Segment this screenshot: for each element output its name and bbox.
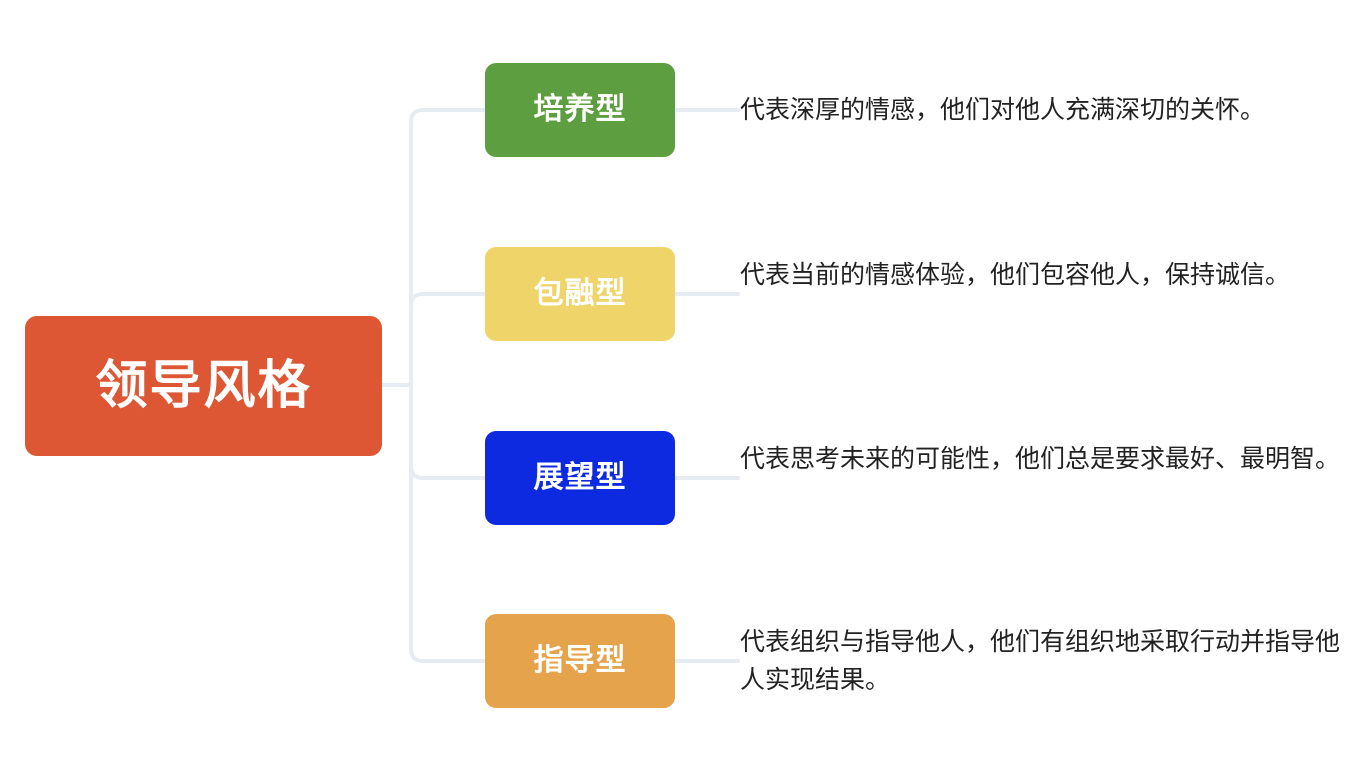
connector-branch-3 [409, 383, 487, 480]
branch-node-4[interactable]: 指导型 [485, 614, 675, 708]
branch-description-2: 代表当前的情感体验，他们包容他人，保持诚信。 [740, 261, 1291, 289]
connector-branch-2 [409, 292, 487, 387]
root-node[interactable]: 领导风格 [25, 316, 382, 456]
branch-node-4-label: 指导型 [533, 644, 627, 677]
branch-node-2-label: 包融型 [533, 277, 627, 310]
branch-description-1: 代表深厚的情感，他们对他人充满深切的关怀。 [740, 96, 1266, 124]
connector-branch-1 [409, 108, 487, 387]
root-node-label: 领导风格 [95, 357, 312, 415]
branch-node-2[interactable]: 包融型 [485, 247, 675, 341]
branch-node-1[interactable]: 培养型 [485, 63, 675, 157]
branch-node-1-label: 培养型 [533, 93, 627, 126]
branch-description-3: 代表思考未来的可能性，他们总是要求最好、最明智。 [740, 445, 1341, 473]
branch-node-3[interactable]: 展望型 [485, 431, 675, 525]
branch-description-4: 代表组织与指导他人，他们有组织地采取行动并指导他人实现结果。 [740, 628, 1341, 694]
connector-branch-4 [409, 383, 487, 663]
branch-node-3-label: 展望型 [533, 461, 627, 494]
